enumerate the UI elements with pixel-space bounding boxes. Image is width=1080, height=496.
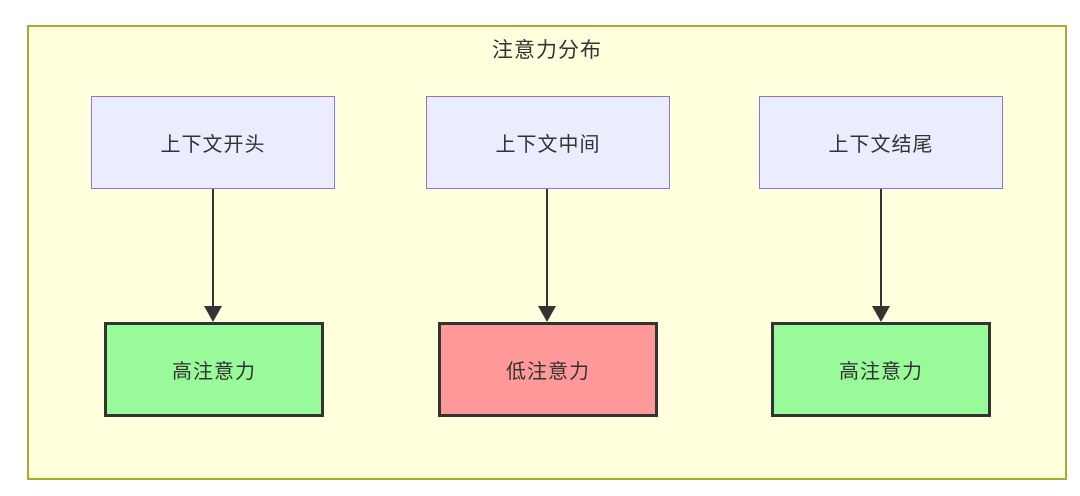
arrow-head-icon bbox=[538, 306, 556, 322]
arrow-middle-to-low bbox=[538, 189, 556, 322]
arrow-line bbox=[880, 189, 882, 306]
node-high-attention-end: 高注意力 bbox=[771, 322, 991, 417]
diagram-title: 注意力分布 bbox=[492, 39, 602, 62]
arrow-line bbox=[212, 189, 214, 306]
node-context-middle: 上下文中间 bbox=[426, 96, 670, 189]
node-high-attention-start: 高注意力 bbox=[104, 322, 324, 417]
node-context-start: 上下文开头 bbox=[91, 96, 335, 189]
arrow-end-to-high bbox=[872, 189, 890, 322]
arrow-line bbox=[546, 189, 548, 306]
arrow-head-icon bbox=[872, 306, 890, 322]
arrow-head-icon bbox=[204, 306, 222, 322]
node-context-end: 上下文结尾 bbox=[759, 96, 1003, 189]
node-low-attention-middle: 低注意力 bbox=[438, 322, 658, 417]
arrow-start-to-high bbox=[204, 189, 222, 322]
attention-distribution-group: 注意力分布 上下文开头 上下文中间 上下文结尾 高注意力 低注意力 高注意力 bbox=[27, 25, 1067, 480]
